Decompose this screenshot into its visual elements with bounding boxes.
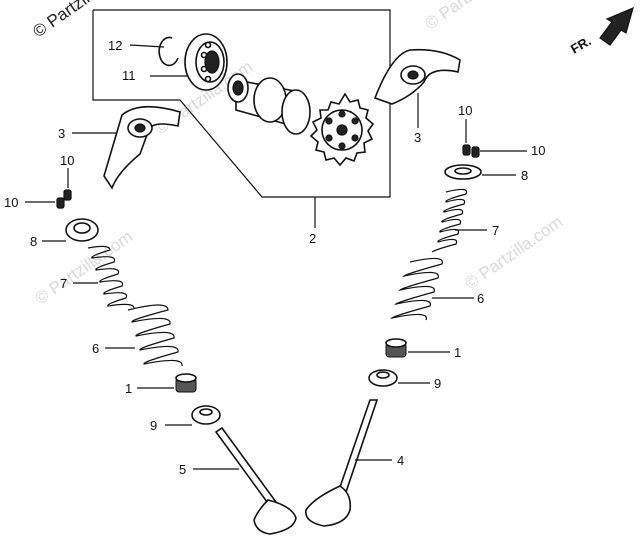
callout-11: 11	[122, 68, 136, 83]
spring-seat-left-9	[191, 405, 221, 425]
callout-7-left: 7	[60, 276, 67, 291]
callout-1-left: 1	[125, 381, 132, 396]
bearing-11	[184, 33, 228, 91]
callout-12: 12	[108, 38, 122, 53]
watermark-right: © Partzilla.com	[461, 212, 566, 293]
callout-7-right: 7	[492, 223, 499, 238]
callout-9-right: 9	[434, 376, 441, 391]
callout-3-left: 3	[58, 126, 65, 141]
callout-8-left: 8	[30, 234, 37, 249]
camshaft-2	[227, 73, 375, 167]
callout-3-right: 3	[414, 130, 421, 145]
valve-cotters-right-10	[462, 144, 480, 158]
valve-left-5	[214, 426, 297, 535]
valve-spring-inner-right-7	[431, 188, 468, 253]
rocker-arm-left-3	[103, 105, 181, 190]
callout-8-right: 8	[521, 168, 528, 183]
callout-1-right: 1	[454, 345, 461, 360]
callout-4: 4	[397, 453, 404, 468]
callout-10-right-top: 10	[458, 103, 472, 118]
front-direction-label: FR.	[568, 33, 594, 56]
callout-10-left: 10	[4, 195, 18, 210]
watermark-corner: © Partzilla.com	[29, 0, 134, 41]
callout-5: 5	[179, 462, 186, 477]
valve-right-4	[305, 399, 379, 527]
valve-spring-outer-left-6	[127, 304, 183, 367]
valve-stem-seal-right-1	[385, 338, 407, 358]
callout-2: 2	[309, 231, 316, 246]
callout-10-left-top: 10	[60, 153, 74, 168]
front-direction-arrow-icon	[599, 6, 634, 46]
spring-retainer-left-8	[65, 218, 99, 242]
callout-9-left: 9	[150, 418, 157, 433]
spring-retainer-right-8	[444, 164, 482, 180]
valve-stem-seal-left-1	[175, 373, 197, 393]
circlip-12	[158, 36, 179, 67]
callout-6-left: 6	[92, 341, 99, 356]
valve-spring-outer-right-6	[390, 257, 443, 321]
camshaft-assembly-bracket	[92, 9, 391, 228]
callout-10-right: 10	[531, 143, 545, 158]
callout-6-right: 6	[477, 291, 484, 306]
valve-cotters-left-10	[56, 189, 72, 209]
watermark-top-right: © Partzilla.com	[421, 0, 526, 33]
valve-spring-inner-left-7	[87, 245, 135, 309]
rocker-arm-right-3	[373, 48, 461, 105]
spring-seat-right-9	[368, 369, 398, 387]
